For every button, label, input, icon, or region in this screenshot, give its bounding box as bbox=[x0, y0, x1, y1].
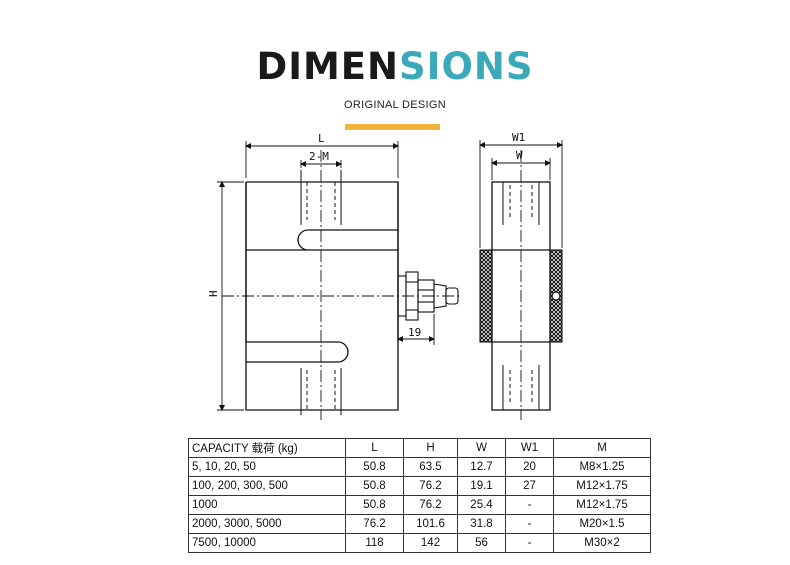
title-part-accent: SIONS bbox=[399, 45, 534, 88]
cell-h: 76.2 bbox=[403, 495, 458, 515]
cell-l: 50.8 bbox=[345, 495, 404, 515]
table-header-row: CAPACITY 载荷 (kg) L H W W1 M bbox=[188, 438, 651, 458]
col-header-w: W bbox=[457, 438, 506, 458]
cell-w1: - bbox=[505, 514, 554, 534]
cell-w: 12.7 bbox=[457, 457, 506, 477]
cell-h: 101.6 bbox=[403, 514, 458, 534]
dim-label-19: 19 bbox=[408, 326, 421, 339]
thread-hole-bottom bbox=[300, 368, 342, 415]
col-header-m: M bbox=[553, 438, 651, 458]
cell-capacity: 1000 bbox=[188, 495, 346, 515]
cell-capacity: 5, 10, 20, 50 bbox=[188, 457, 346, 477]
cell-capacity: 100, 200, 300, 500 bbox=[188, 476, 346, 496]
technical-drawing: L 2-M H 19 W1 W bbox=[207, 131, 563, 420]
dim-label-h: H bbox=[207, 290, 220, 297]
cell-m: M8×1.25 bbox=[553, 457, 651, 477]
dim-label-w: W bbox=[516, 149, 523, 162]
cell-l: 118 bbox=[345, 533, 404, 553]
cell-l: 50.8 bbox=[345, 476, 404, 496]
cell-w: 25.4 bbox=[457, 495, 506, 515]
knurl-band-left bbox=[479, 249, 493, 343]
spec-table: CAPACITY 载荷 (kg) L H W W1 M 5, 10, 20, 5… bbox=[188, 438, 651, 553]
table-row: 100, 200, 300, 500 50.8 76.2 19.1 27 M12… bbox=[188, 476, 651, 496]
cell-m: M20×1.5 bbox=[553, 514, 651, 534]
col-header-w1: W1 bbox=[505, 438, 554, 458]
title-part-dark: DIMEN bbox=[256, 45, 400, 88]
cell-capacity: 2000, 3000, 5000 bbox=[188, 514, 346, 534]
cell-w1: 20 bbox=[505, 457, 554, 477]
front-view bbox=[217, 141, 460, 420]
cable-gland bbox=[397, 271, 459, 321]
side-view bbox=[479, 140, 563, 420]
dim-label-w1: W1 bbox=[512, 131, 525, 144]
cell-w1: - bbox=[505, 533, 554, 553]
col-header-capacity: CAPACITY 载荷 (kg) bbox=[188, 438, 346, 458]
cell-w: 56 bbox=[457, 533, 506, 553]
cell-w1: 27 bbox=[505, 476, 554, 496]
dim-label-l: L bbox=[318, 132, 325, 145]
table-row: 7500, 10000 118 142 56 - M30×2 bbox=[188, 533, 651, 553]
table-row: 2000, 3000, 5000 76.2 101.6 31.8 - M20×1… bbox=[188, 514, 651, 534]
cell-m: M12×1.75 bbox=[553, 495, 651, 515]
page-title: DIMENSIONS bbox=[0, 44, 790, 90]
cell-w: 19.1 bbox=[457, 476, 506, 496]
cell-l: 50.8 bbox=[345, 457, 404, 477]
cell-m: M30×2 bbox=[553, 533, 651, 553]
table-row: 1000 50.8 76.2 25.4 - M12×1.75 bbox=[188, 495, 651, 515]
cell-h: 76.2 bbox=[403, 476, 458, 496]
table-row: 5, 10, 20, 50 50.8 63.5 12.7 20 M8×1.25 bbox=[188, 457, 651, 477]
col-header-l: L bbox=[345, 438, 404, 458]
cell-h: 63.5 bbox=[403, 457, 458, 477]
cell-h: 142 bbox=[403, 533, 458, 553]
col-header-h: H bbox=[403, 438, 458, 458]
dim-label-2m: 2-M bbox=[309, 150, 329, 163]
thread-hole-top bbox=[300, 170, 342, 225]
subtitle: ORIGINAL DESIGN bbox=[344, 99, 446, 111]
accent-bar bbox=[345, 124, 440, 130]
cell-w: 31.8 bbox=[457, 514, 506, 534]
cell-capacity: 7500, 10000 bbox=[188, 533, 346, 553]
cell-m: M12×1.75 bbox=[553, 476, 651, 496]
cell-l: 76.2 bbox=[345, 514, 404, 534]
cell-w1: - bbox=[505, 495, 554, 515]
